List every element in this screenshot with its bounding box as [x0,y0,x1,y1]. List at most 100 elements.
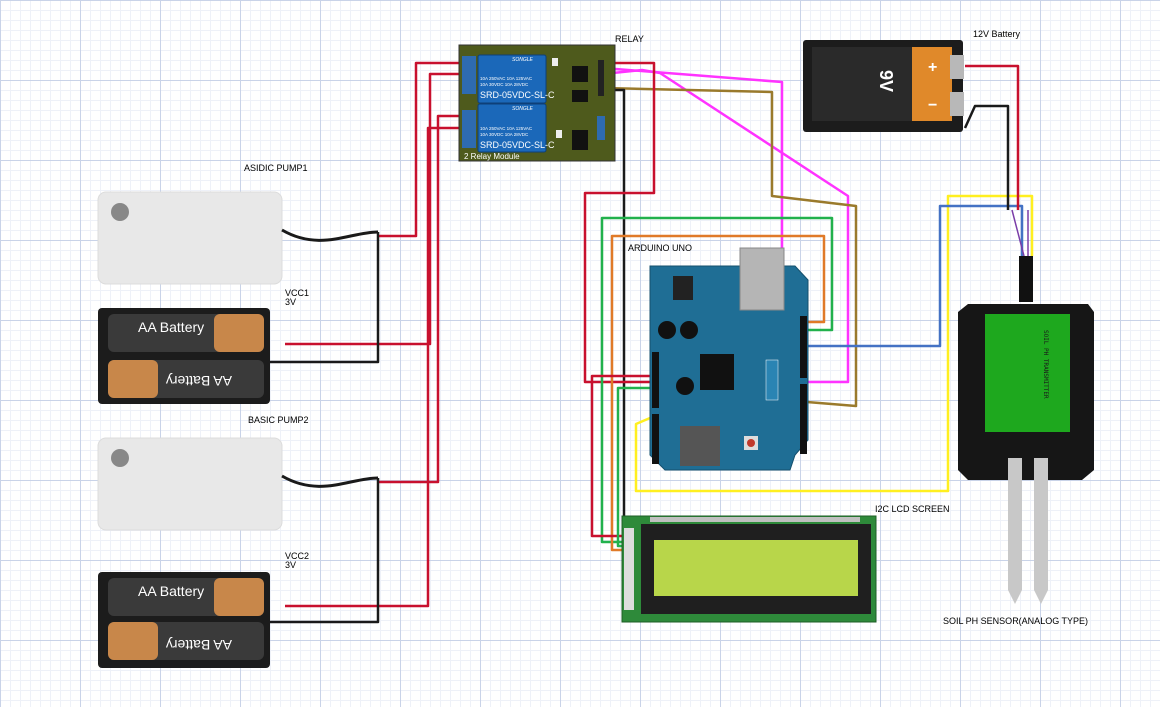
label-soil-sensor: SOIL PH SENSOR(ANALOG TYPE) [943,616,1088,626]
aa-pack-2: AA Battery AA Battery [98,572,270,668]
relay-model-2: SRD-05VDC-SL-C [480,140,555,150]
label-vcc1-volt: 3V [285,297,296,307]
label-arduino: ARDUINO UNO [628,243,692,253]
aa-pack2-cell2-cap [108,622,158,660]
wire-battery-red [965,64,1020,210]
aa-pack1-cell2-cap [108,360,158,398]
relay-block-1 [477,54,547,104]
battery-terminal-minus [950,92,964,116]
relay-rating-1b: 10A 30VDC 10A 28VDC [480,82,529,87]
relay-ic-2 [572,130,588,150]
arduino-cap-2 [680,321,698,339]
relay-model-1: SRD-05VDC-SL-C [480,90,555,100]
aa-pack-1: AA Battery AA Battery [98,308,270,404]
arduino-reset-cap [747,439,755,447]
label-vcc2-volt: 3V [285,560,296,570]
relay-rating-2b: 10A 30VDC 10A 28VDC [480,132,529,137]
battery-voltage: 9V [876,70,896,92]
wire-battery-black [963,104,1010,210]
arduino-digital-header-2 [800,384,807,454]
relay-led-1 [552,58,558,66]
soil-sensor-text: SOIL PH TRANSMITTER [1042,330,1049,399]
lcd-screen [654,540,858,596]
lcd-module [621,515,877,623]
wire-lcd-scl-orange [610,234,826,552]
pump2-outlet [111,449,129,467]
relay-board-name: 2 Relay Module [464,152,520,161]
relay-brand-1: SONGLE [512,57,534,63]
relay-header-pins [598,60,604,96]
relay-block-2 [477,103,547,153]
aa-pack2-cell2-label: AA Battery [166,637,232,653]
pump1-outlet [111,203,129,221]
relay-rating-1a: 10A 250VAC 10A 125VAC [480,76,533,81]
arduino-analog-header [652,414,659,464]
arduino-sd-slot [680,426,720,466]
pump2-cable [281,474,379,488]
soil-ph-sensor: SOIL PH TRANSMITTER [958,256,1094,604]
wire-sensor-yellow [634,194,1034,493]
pump1-cable [281,228,379,242]
wire-pump1-vcc1-black [268,232,380,364]
relay-terminal-1 [462,56,476,94]
battery-minus-sign: − [928,97,937,114]
aa-pack1-cell1-label: AA Battery [138,319,204,335]
soil-probe-1 [1008,458,1022,604]
arduino-regulator [673,276,693,300]
wire-sensor-blue [807,204,1024,348]
label-relay: RELAY [615,34,644,44]
battery-9v: + − 9V [803,40,964,132]
battery-body-orange [912,47,952,121]
arduino-cap-1 [658,321,676,339]
aa-pack2-cell1-cap [214,578,264,616]
battery-plus-sign: + [928,59,937,76]
aa-pack2-cell1-label: AA Battery [138,583,204,599]
wire-relay-pump2-red [378,114,470,484]
arduino-chip [700,354,734,390]
pump2-body [97,437,283,531]
arduino-logo [765,359,779,401]
pump-2 [97,437,379,531]
relay-brand-2: SONGLE [512,106,534,112]
relay-jumper [597,116,605,140]
relay-ic-1 [572,90,588,102]
lcd-i2c-adapter [624,528,634,610]
label-vcc2-name: VCC2 [285,551,309,561]
lcd-pin-header [650,517,860,522]
wire-lcd-sda-green [600,216,834,544]
relay-terminal-2 [462,110,476,148]
arduino-power-header [652,352,659,408]
battery-terminal-plus [950,55,964,79]
arduino-cap-3 [676,377,694,395]
aa-pack1-cell1-cap [214,314,264,352]
wire-relay-brown [602,86,858,408]
label-pump2: BASIC PUMP2 [248,415,309,425]
battery-body-dark [812,47,912,121]
relay-module: SONGLE 10A 250VAC 10A 125VAC 10A 30VDC 1… [458,44,616,162]
wire-pump2-vcc2-black [268,478,380,624]
soil-sensor-cable [1019,256,1033,302]
soil-sensor-panel [985,314,1070,432]
relay-rating-2a: 10A 250VAC 10A 125VAC [480,126,533,131]
arduino-ethernet-jack [739,247,785,311]
label-battery-12v: 12V Battery [973,29,1021,39]
arduino-uno [649,247,809,471]
label-pump1: ASIDIC PUMP1 [244,163,308,173]
relay-led-2 [556,130,562,138]
soil-probe-2 [1034,458,1048,604]
arduino-digital-header-1 [800,316,807,378]
wire-relay-vcc1-red [285,72,470,346]
pump-1 [97,191,379,285]
aa-pack1-cell2-label: AA Battery [166,373,232,389]
pump1-body [97,191,283,285]
relay-transistor-1 [572,66,588,82]
wire-lcd-vcc-red [590,374,650,538]
wires [268,61,1034,624]
wire-relay-vcc-red [583,61,656,384]
wire-relay-in2-magenta [602,68,850,384]
wire-sensor-lead-purple [1011,209,1025,257]
wire-relay-vcc2-red [285,126,470,608]
label-lcd: I2C LCD SCREEN [875,504,950,514]
label-vcc1-name: VCC1 [285,288,309,298]
